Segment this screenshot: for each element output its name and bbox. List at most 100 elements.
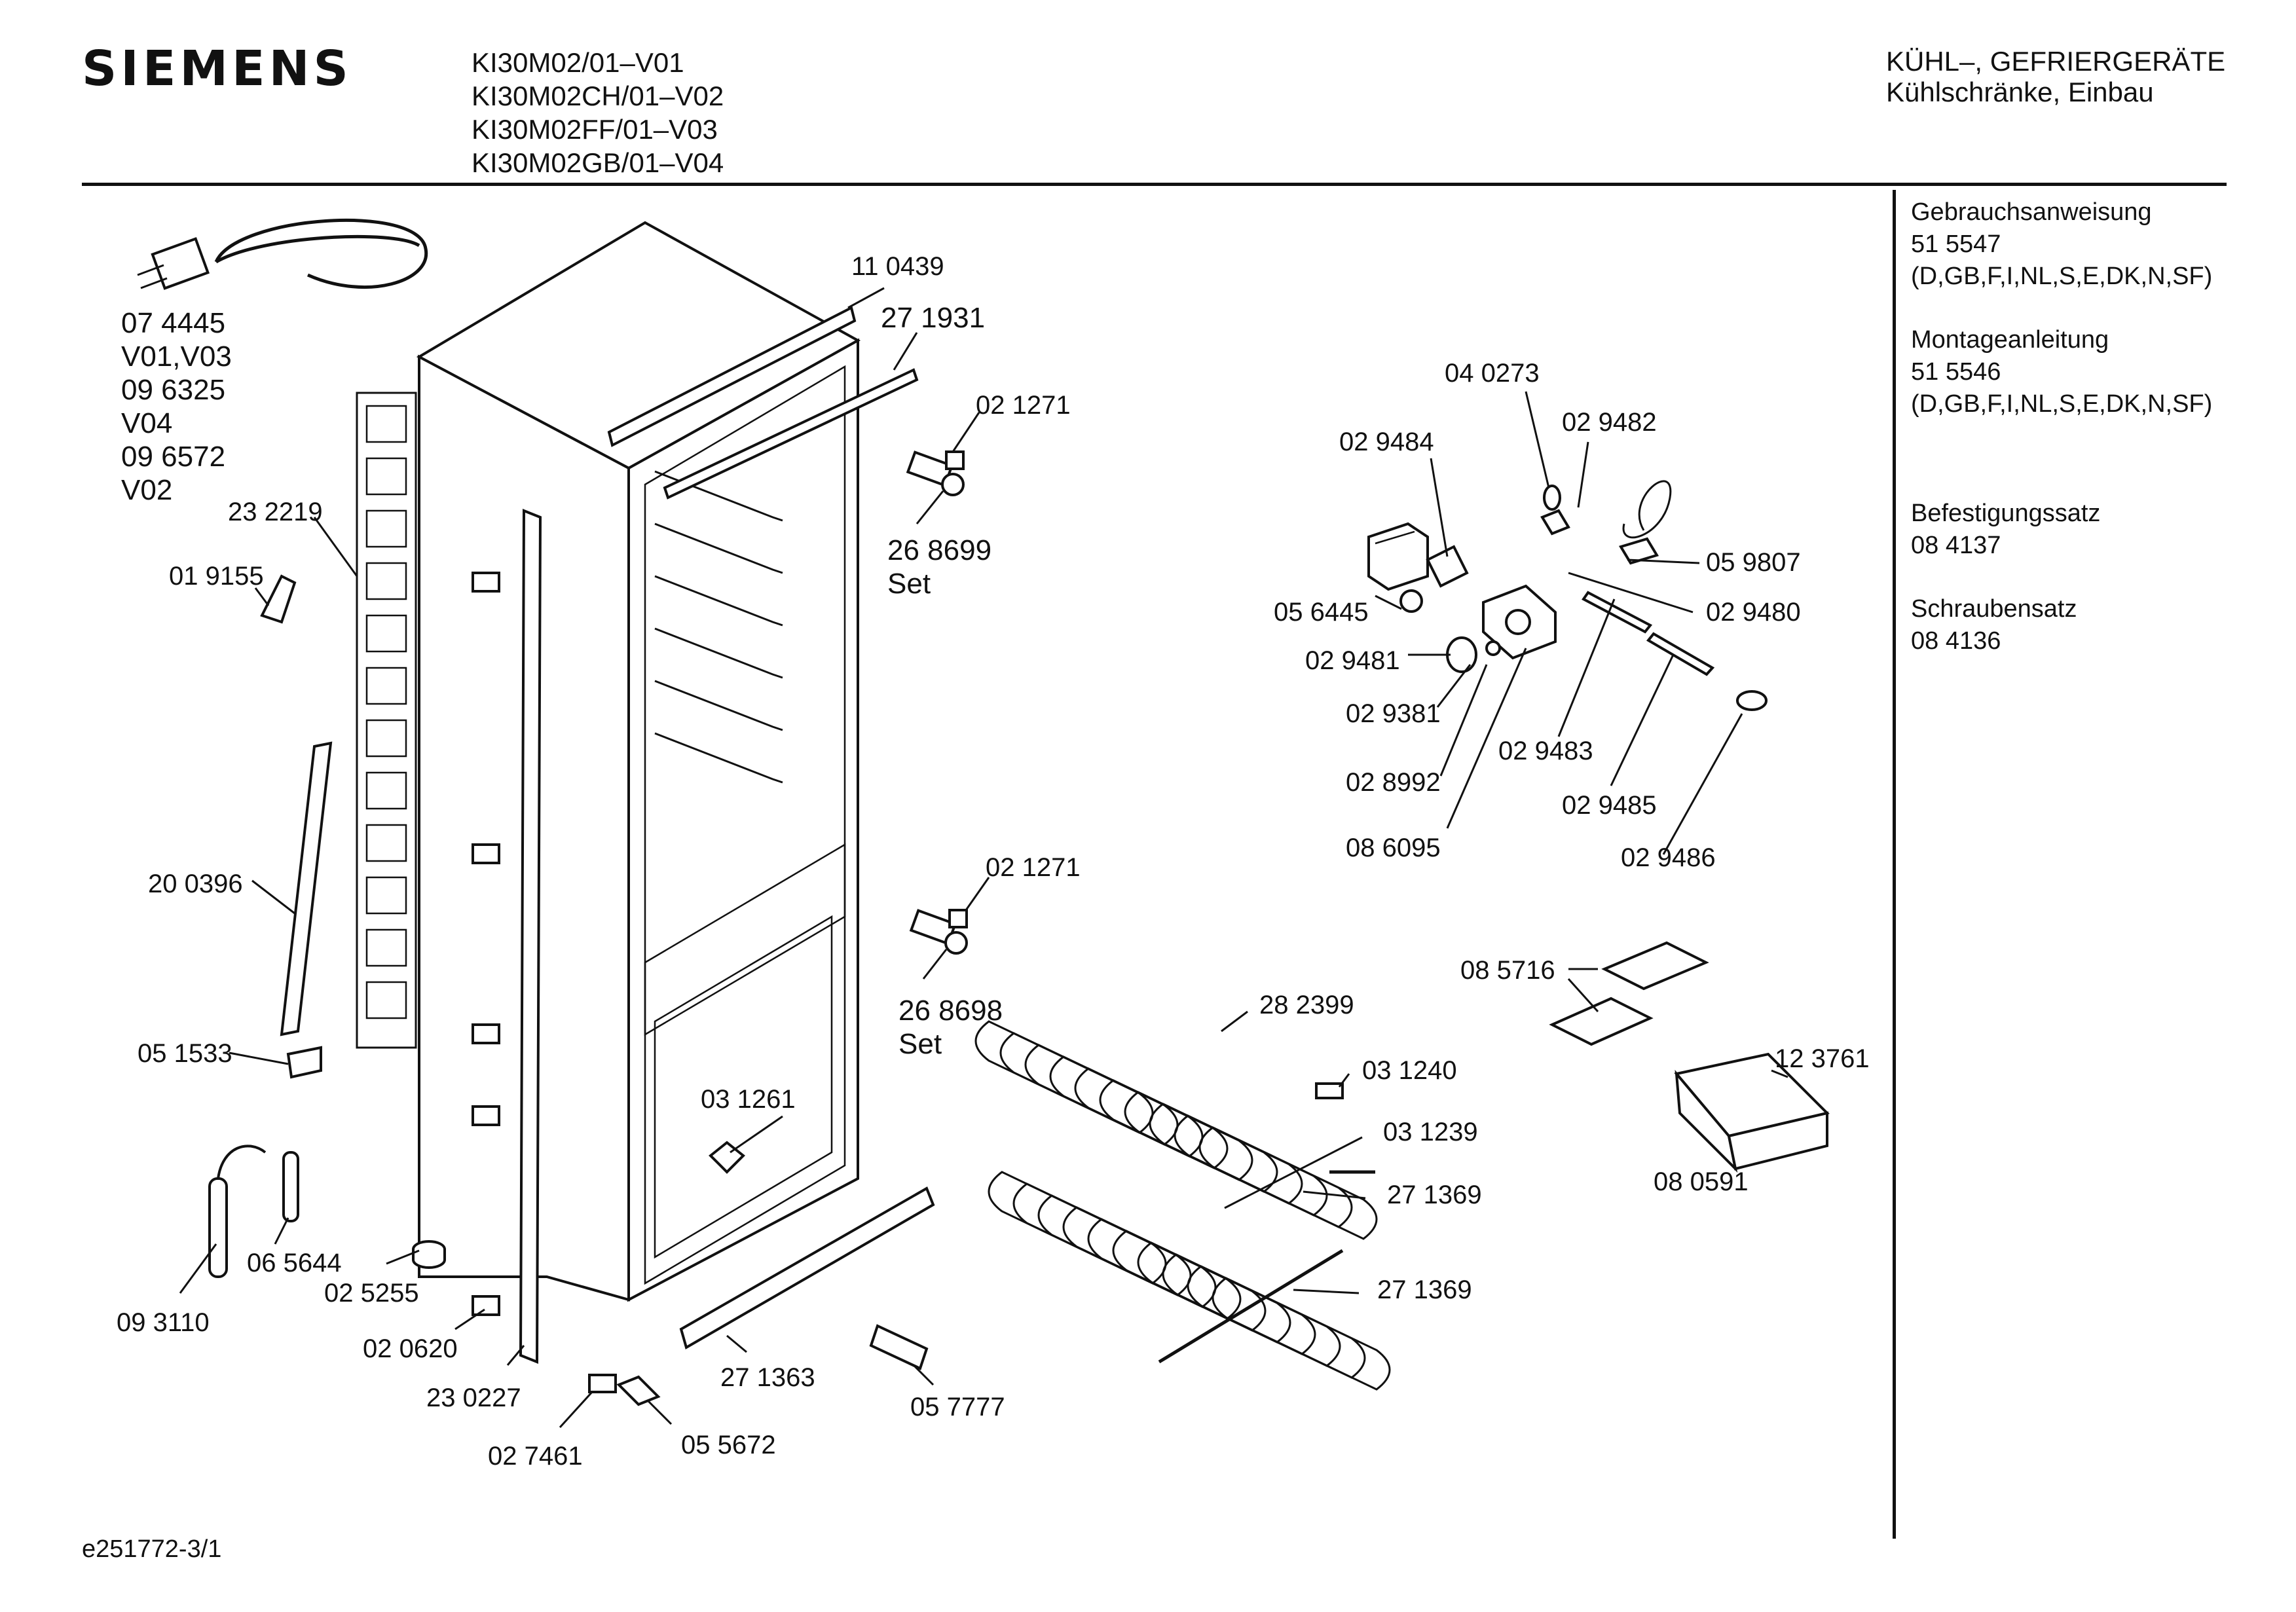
cord-label: V01,V03 <box>121 340 232 373</box>
leader-lines <box>179 287 1788 1429</box>
part-label: 27 1931 <box>881 302 985 334</box>
knob-ring-icon <box>1399 589 1423 613</box>
coil-loop <box>1212 1277 1391 1391</box>
doc-title: Gebrauchsanweisung <box>1911 198 2152 226</box>
part-label: 05 5672 <box>681 1431 776 1459</box>
model-number: KI30M02CH/01–V02 <box>472 81 724 111</box>
part-label: 23 2219 <box>228 498 323 526</box>
condenser-tube <box>365 719 407 758</box>
part-label: 02 7461 <box>488 1442 583 1471</box>
doc-number: 08 4136 <box>1911 627 2001 655</box>
temperature-sensor-icon <box>208 1145 267 1278</box>
condenser-tube <box>365 876 407 915</box>
header-divider <box>82 183 2227 186</box>
shelf-wire <box>654 732 783 784</box>
part-label: 08 6095 <box>1346 833 1441 862</box>
shelf-wire <box>654 522 783 574</box>
part-label: 09 3110 <box>117 1308 210 1337</box>
condenser-tube <box>365 667 407 705</box>
retainer-clip-icon <box>1315 1082 1344 1099</box>
coil-loop <box>1074 1067 1253 1181</box>
part-label: 02 1271 <box>976 391 1071 420</box>
part-label: 28 2399 <box>1259 991 1354 1019</box>
part-label: 12 3761 <box>1775 1044 1870 1073</box>
condenser-tube <box>365 509 407 548</box>
part-label: 02 9381 <box>1346 699 1441 728</box>
drawing-reference: e251772-3/1 <box>82 1535 222 1563</box>
part-label: 27 1363 <box>720 1363 815 1392</box>
thermostat-icon <box>1482 584 1557 660</box>
part-label: 03 1261 <box>701 1085 796 1114</box>
model-number: KI30M02GB/01–V04 <box>472 147 724 178</box>
brand-logo: SIEMENS <box>82 41 352 97</box>
doc-languages: (D,GB,F,I,NL,S,E,DK,N,SF) <box>1911 390 2213 418</box>
cabinet-housing-icon <box>416 221 861 1302</box>
thermostat-knob-icon <box>1446 636 1477 673</box>
thermostat-housing-icon <box>1367 522 1429 591</box>
lever-rod-icon <box>1646 632 1715 676</box>
evaporator-coil-icon <box>974 1020 1391 1391</box>
ice-cube-tray-icon <box>1674 1052 1830 1173</box>
top-rail-icon <box>607 306 857 447</box>
doc-mounting-kit: Befestigungssatz 08 4137 <box>1911 498 2212 562</box>
condenser-tube <box>365 457 407 496</box>
shelf-wire <box>654 575 783 627</box>
lamp-cover-icon <box>1736 690 1768 711</box>
cord-label: 09 6325 <box>121 374 225 406</box>
part-label: 23 0227 <box>426 1383 521 1412</box>
ice-tray-lid-icon <box>1549 941 1709 1046</box>
condenser-tube <box>365 405 407 443</box>
part-label: 02 1271 <box>986 853 1081 882</box>
cover-clip-icon <box>286 1046 322 1079</box>
model-number: KI30M02/01–V01 <box>472 47 684 78</box>
part-label: 27 1369 <box>1377 1275 1472 1304</box>
document-list: Gebrauchsanweisung 51 5547 (D,GB,F,I,NL,… <box>1911 196 2212 689</box>
coil-loop <box>1112 1230 1291 1344</box>
part-label: 26 8699 <box>887 534 991 566</box>
category-subtitle: Kühlschränke, Einbau <box>1886 77 2154 107</box>
part-label: 04 0273 <box>1445 359 1540 388</box>
part-label: 02 9481 <box>1305 646 1400 675</box>
cord-label: V04 <box>121 407 172 439</box>
doc-number: 51 5547 <box>1911 230 2001 258</box>
part-label: 05 7777 <box>910 1393 1005 1421</box>
doc-number: 51 5546 <box>1911 358 2001 386</box>
doc-title: Schraubensatz <box>1911 595 2077 623</box>
part-label: 02 9482 <box>1562 408 1657 437</box>
part-label: 02 0620 <box>363 1334 458 1363</box>
condenser-tube <box>365 614 407 653</box>
lamp-socket-icon <box>1540 509 1570 536</box>
part-label: 02 9484 <box>1339 428 1434 456</box>
part-label: 20 0396 <box>148 870 243 898</box>
category-title: KÜHL–, GEFRIERGERÄTE <box>1886 46 2226 77</box>
condenser-tube <box>365 928 407 967</box>
coil-loop <box>1198 1126 1378 1240</box>
hinge-block-icon <box>588 1374 617 1393</box>
cord-label: 09 6572 <box>121 441 225 473</box>
sidebar-divider <box>1893 190 1896 1539</box>
part-label: 03 1239 <box>1383 1118 1478 1146</box>
part-label: 05 1533 <box>138 1039 232 1068</box>
part-label: Set <box>887 568 931 600</box>
part-label: 02 8992 <box>1346 768 1441 797</box>
clip-icon <box>260 574 297 624</box>
hinge-bracket-icon <box>616 1375 661 1406</box>
part-label: 02 5255 <box>324 1279 419 1308</box>
part-label: 26 8698 <box>898 995 1003 1027</box>
cabinet-hinges-icon <box>472 572 500 1316</box>
hinge-set-upper-icon <box>906 450 965 496</box>
power-cord-icon <box>137 218 428 290</box>
doc-languages: (D,GB,F,I,NL,S,E,DK,N,SF) <box>1911 263 2213 290</box>
lamp-holder-icon <box>1426 545 1469 588</box>
shelf-wire <box>654 627 783 679</box>
condenser-tube <box>365 981 407 1019</box>
doc-title: Montageanleitung <box>1911 326 2109 354</box>
doc-user-manual: Gebrauchsanweisung 51 5547 (D,GB,F,I,NL,… <box>1911 196 2212 293</box>
part-label: 02 9480 <box>1706 598 1801 627</box>
model-number: KI30M02FF/01–V03 <box>472 114 718 145</box>
product-category: KÜHL–, GEFRIERGERÄTE Kühlschränke, Einba… <box>1886 46 2225 107</box>
lamp-bulb-icon <box>1543 485 1561 511</box>
condenser-tube <box>365 771 407 810</box>
doc-screw-kit: Schraubensatz 08 4136 <box>1911 593 2212 657</box>
cord-label: 07 4445 <box>121 307 225 339</box>
